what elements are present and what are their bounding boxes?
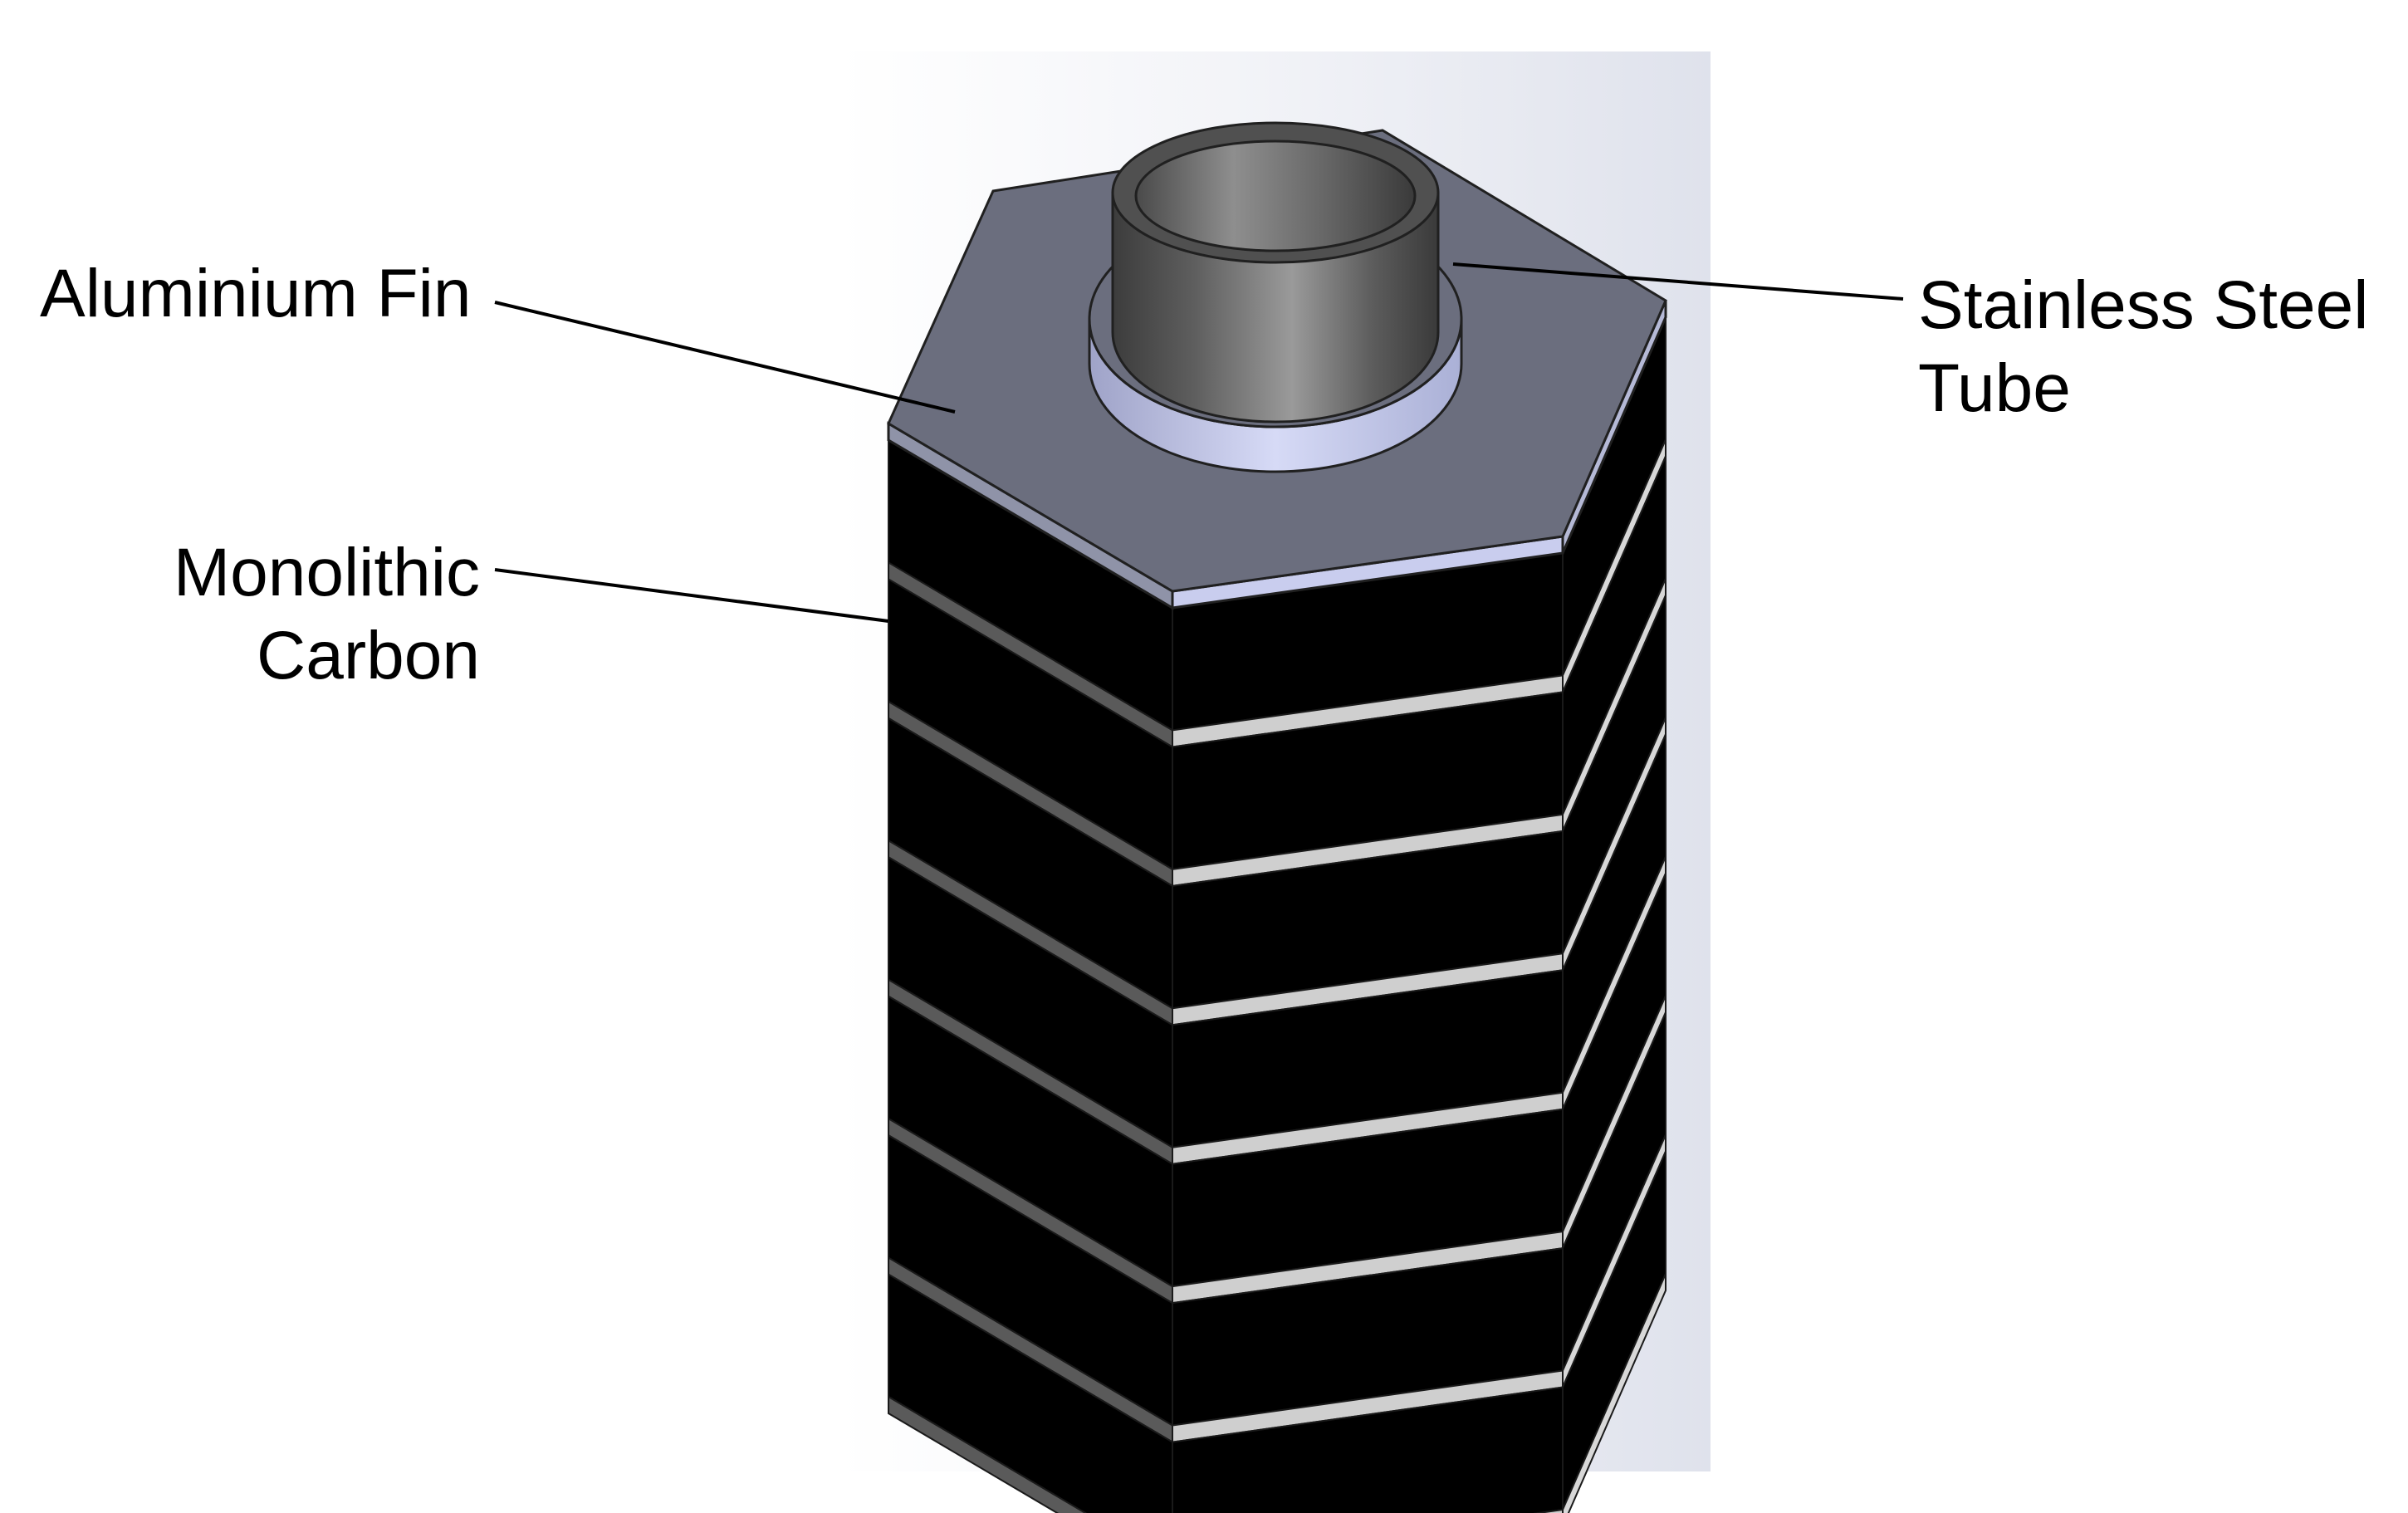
tube-bore bbox=[1134, 140, 1417, 252]
label-monolithic-carbon-line-2: Carbon bbox=[257, 618, 480, 693]
label-stainless-steel-tube-line-1: Stainless Steel bbox=[1918, 267, 2369, 343]
label-stainless-steel-tube-line-2: Tube bbox=[1918, 350, 2071, 426]
leader-line-monolithic-carbon bbox=[494, 568, 889, 623]
fin-layer-left-edge bbox=[888, 1395, 1087, 1513]
leader-line-aluminium-fin bbox=[494, 301, 956, 414]
carbon-layer-left-face bbox=[888, 1272, 1173, 1513]
leader-line-stainless-steel-tube bbox=[1452, 262, 1904, 301]
fin-layer-front-edge bbox=[1533, 1508, 1564, 1513]
leader-lines bbox=[494, 262, 1904, 623]
label-stainless-steel-tube: Stainless Steel Tube bbox=[1918, 264, 2368, 430]
label-monolithic-carbon: Monolithic Carbon bbox=[174, 531, 480, 698]
label-aluminium-fin-text: Aluminium Fin bbox=[40, 256, 472, 331]
label-aluminium-fin: Aluminium Fin bbox=[40, 252, 471, 335]
label-monolithic-carbon-line-1: Monolithic bbox=[173, 535, 480, 610]
layer-stack bbox=[888, 316, 1667, 1513]
fin-layer-right-edge bbox=[1562, 1273, 1667, 1513]
stainless-steel-tube bbox=[1088, 121, 1463, 473]
